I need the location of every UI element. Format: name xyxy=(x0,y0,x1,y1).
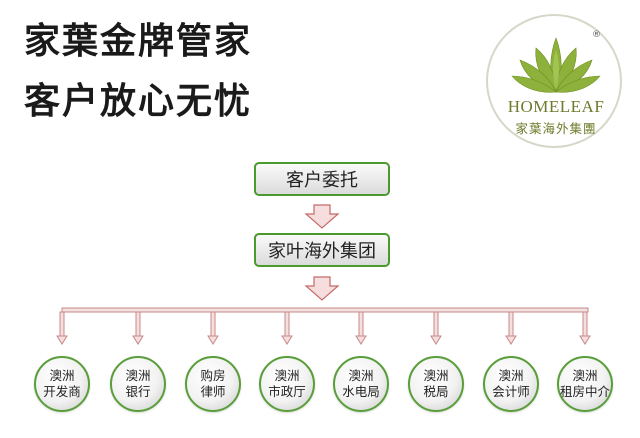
branch-drop-line xyxy=(210,311,216,337)
partner-label-line2: 市政厅 xyxy=(268,384,306,399)
branch-arrowhead-icon xyxy=(505,335,517,345)
leaf-emblem-icon xyxy=(511,37,601,93)
partner-circle: 澳洲 会计师 xyxy=(483,356,539,412)
partner-label-line2: 税局 xyxy=(423,384,449,399)
down-arrow-icon xyxy=(304,276,340,301)
down-arrow-icon xyxy=(304,204,340,229)
branch-drop-line xyxy=(284,311,290,337)
partner-label-line2: 会计师 xyxy=(492,384,530,399)
branch-bar xyxy=(61,307,589,313)
partner-label-line2: 水电局 xyxy=(342,384,380,399)
branch-drop-line xyxy=(358,311,364,337)
logo-subtitle: 家葉海外集團 xyxy=(515,121,597,136)
partner-circle: 澳洲 税局 xyxy=(408,356,464,412)
partner-label-line1: 澳洲 xyxy=(423,368,449,383)
partner-label-line2: 银行 xyxy=(125,384,151,399)
partner-label-line1: 澳洲 xyxy=(125,368,151,383)
branch-drop-line xyxy=(582,311,588,337)
branch-arrowhead-icon xyxy=(579,335,591,345)
partner-label-line2: 律师 xyxy=(200,384,226,399)
partner-label-line1: 澳洲 xyxy=(572,368,598,383)
partner-circle: 澳洲 市政厅 xyxy=(259,356,315,412)
branch-arrowhead-icon xyxy=(132,335,144,345)
partner-label-line1: 澳洲 xyxy=(274,368,300,383)
branch-arrowhead-icon xyxy=(430,335,442,345)
branch-arrowhead-icon xyxy=(207,335,219,345)
branch-drop-line xyxy=(433,311,439,337)
partner-label-line1: 澳洲 xyxy=(498,368,524,383)
branch-arrowhead-icon xyxy=(355,335,367,345)
partner-circle: 澳洲 开发商 xyxy=(34,356,90,412)
partner-label-line1: 购房 xyxy=(200,368,226,383)
branch-arrowhead-icon xyxy=(56,335,68,345)
registered-mark: ® xyxy=(592,30,601,40)
partner-label-line2: 开发商 xyxy=(43,384,81,399)
partner-circle: 澳洲 租房中介 xyxy=(557,356,613,412)
flow-box-homeleaf-group: 家叶海外集团 xyxy=(254,233,390,267)
headline-line-2: 客户放心无忧 xyxy=(24,81,253,122)
partner-circle: 澳洲 水电局 xyxy=(333,356,389,412)
headline-line-1: 家葉金牌管家 xyxy=(24,21,253,62)
branch-drop-line xyxy=(135,311,141,337)
partner-label-line1: 澳洲 xyxy=(49,368,75,383)
branch-drop-line xyxy=(508,311,514,337)
partner-label-line2: 租房中介 xyxy=(559,384,610,399)
logo-name: HOMELEAF xyxy=(507,97,605,116)
homeleaf-logo: ® HOMELEAF 家葉海外集團 xyxy=(486,14,622,148)
branch-drop-line xyxy=(59,311,65,337)
branch-arrowhead-icon xyxy=(281,335,293,345)
partner-label-line1: 澳洲 xyxy=(348,368,374,383)
flow-box-client-entrust: 客户委托 xyxy=(254,162,390,196)
partner-circle: 购房 律师 xyxy=(185,356,241,412)
partner-circle: 澳洲 银行 xyxy=(110,356,166,412)
